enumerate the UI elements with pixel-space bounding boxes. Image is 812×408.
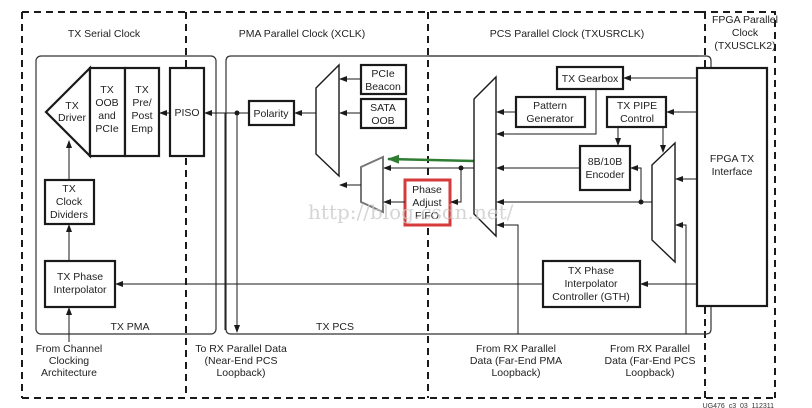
figure-id: UG476_c3_03_112311 <box>703 403 774 408</box>
from-channel-line-1: From Channel <box>36 343 103 355</box>
pattern-generator-block <box>514 95 587 129</box>
tx-pma-region <box>35 55 217 335</box>
tx-emp-line-1: TX <box>135 84 148 96</box>
phase-adjust-fifo-block <box>403 178 452 227</box>
tx-pi-ctrl-line-1: TX Phase <box>568 265 614 277</box>
far-pcs-line-1: From RX Parallel <box>610 343 690 355</box>
far-pma-line-1: From RX Parallel <box>476 343 556 355</box>
far-pma-line-2: Data (Far-End PMA <box>470 355 562 367</box>
tx-pipe-line-2: Control <box>620 113 654 125</box>
tx-emp-line-4: Emp <box>131 123 153 135</box>
tx-pcs-label: TX PCS <box>316 321 354 333</box>
fifo-bypass-mux <box>360 155 384 214</box>
piso-label: PISO <box>174 107 199 119</box>
pcie-beacon-block <box>359 63 408 96</box>
fpga-clock-line-3: (TXUSCLK2) <box>714 40 775 52</box>
fpga-tx-line-1: FPGA TX <box>710 153 754 165</box>
far-pcs-line-2: Data (Far-End PCS <box>604 355 695 367</box>
tx-driver-line-2: Driver <box>58 112 87 124</box>
far-pma-line-3: Loopback) <box>491 367 540 379</box>
tx-driver-block: TX Driver <box>44 65 92 159</box>
tx-oob-line-2: OOB <box>95 97 118 109</box>
tx-pi-controller-block <box>541 259 642 309</box>
from-channel-line-3: Architecture <box>41 367 97 379</box>
pcie-beacon-line-2: Beacon <box>365 81 401 93</box>
piso-block <box>168 66 206 158</box>
tx-pi-ctrl-line-2: Interpolator <box>564 278 618 290</box>
tx-phase-interpolator-block <box>43 259 117 309</box>
clock-domain-pcs-parallel: PCS Parallel Clock (TXUSRCLK) <box>490 28 645 40</box>
to-rx-line-1: To RX Parallel Data <box>195 343 287 355</box>
label-far-end-pcs-loopback: From RX Parallel Data (Far-End PCS Loopb… <box>604 343 695 379</box>
tx-pma-label: TX PMA <box>110 321 149 333</box>
sata-oob-line-2: OOB <box>371 115 394 127</box>
tx-pre-post-emp-block <box>123 66 161 158</box>
clock-domain-tx-serial: TX Serial Clock <box>68 28 141 40</box>
label-to-rx-parallel: To RX Parallel Data (Near-End PCS Loopba… <box>195 343 287 379</box>
to-rx-line-3: Loopback) <box>216 367 265 379</box>
clock-domain-pma-parallel: PMA Parallel Clock (XCLK) <box>239 28 366 40</box>
pcie-beacon-line-1: PCIe <box>371 68 395 80</box>
tx-oob-line-4: PCIe <box>95 123 119 135</box>
tx-clock-dividers-line-3: Dividers <box>50 209 88 221</box>
pcs-input-mux <box>651 141 676 264</box>
sata-oob-line-1: SATA <box>370 102 396 114</box>
tx-driver-line-1: TX <box>65 100 78 112</box>
tx-oob-line-3: and <box>98 110 116 122</box>
pma-output-mux <box>315 63 340 178</box>
tx-pi-line-2: Interpolator <box>53 284 107 296</box>
encoder-line-1: 8B/10B <box>588 156 622 168</box>
sata-oob-block <box>359 97 408 130</box>
pattern-gen-line-1: Pattern <box>533 100 567 112</box>
pattern-gen-line-2: Generator <box>526 113 574 125</box>
clock-domain-fpga-parallel: FPGA Parallel Clock (TXUSCLK2) <box>712 14 778 52</box>
fpga-clock-line-1: FPGA Parallel <box>712 14 778 26</box>
encoder-line-2: Encoder <box>585 169 625 181</box>
to-rx-line-2: (Near-End PCS <box>205 355 278 367</box>
from-channel-line-2: Clocking <box>49 355 89 367</box>
fifo-line-1: Phase <box>412 184 442 196</box>
8b10b-encoder-block <box>578 144 632 192</box>
tx-clock-dividers-block <box>43 178 96 226</box>
tx-pipe-line-1: TX PIPE <box>617 100 657 112</box>
label-far-end-pma-loopback: From RX Parallel Data (Far-End PMA Loopb… <box>470 343 562 379</box>
fpga-tx-interface-block <box>695 66 769 308</box>
far-pcs-line-3: Loopback) <box>625 367 674 379</box>
tx-oob-line-1: TX <box>100 84 113 96</box>
tx-pi-line-1: TX Phase <box>57 271 103 283</box>
tx-emp-line-3: Post <box>131 110 152 122</box>
fifo-line-2: Adjust <box>412 197 441 209</box>
polarity-label: Polarity <box>253 108 289 120</box>
tx-pi-ctrl-line-3: Controller (GTH) <box>552 291 630 303</box>
tx-clock-dividers-line-2: Clock <box>56 196 83 208</box>
fifo-line-3: FIFO <box>415 210 439 222</box>
tx-clock-dividers-line-1: TX <box>62 183 75 195</box>
tx-emp-line-2: Pre/ <box>132 97 151 109</box>
bypass-arrow <box>387 154 475 164</box>
fpga-clock-line-2: Clock <box>732 27 759 39</box>
tx-pipe-control-block <box>605 95 668 129</box>
pcs-output-mux <box>473 75 497 238</box>
fpga-tx-line-2: Interface <box>712 166 753 178</box>
tx-gearbox-label: TX Gearbox <box>562 73 619 85</box>
watermark-text: http://blog.csdn.net/ <box>308 200 514 224</box>
label-from-channel-clocking: From Channel Clocking Architecture <box>36 343 103 379</box>
